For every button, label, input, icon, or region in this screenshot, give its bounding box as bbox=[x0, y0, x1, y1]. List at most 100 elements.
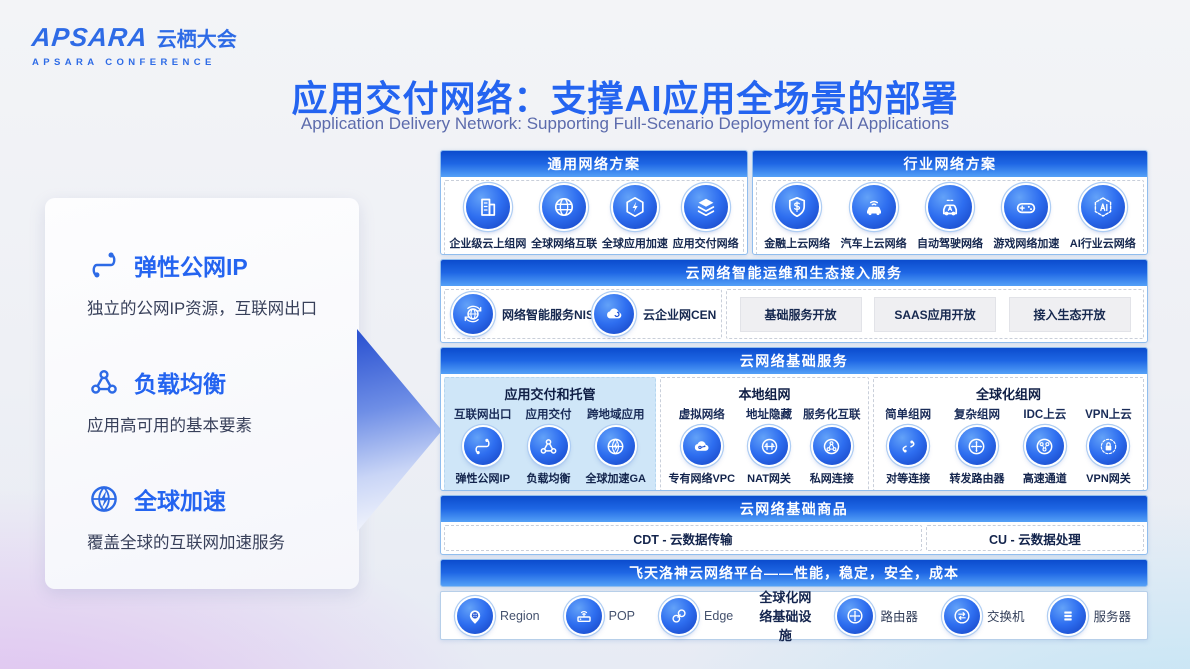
product-item: 应用交付 负载均衡 bbox=[526, 406, 572, 486]
solution-item: 游戏网络加速 bbox=[993, 185, 1059, 251]
infra-router: 路由器 bbox=[837, 597, 918, 634]
solution-label: AI行业云网络 bbox=[1069, 238, 1136, 250]
feature-slb: 负载均衡 应用高可用的基本要素 bbox=[87, 365, 335, 436]
product-scenario: 服务化互联 bbox=[803, 409, 861, 421]
nat-icon bbox=[750, 427, 789, 465]
infra-edge: Edge bbox=[661, 597, 733, 634]
icon-row: 企业级云上组网 全球网络互联 全球应用加速 应用交付网络 bbox=[444, 180, 744, 254]
feature-slb-header: 负载均衡 bbox=[87, 365, 335, 399]
page-title: 应用交付网络：支撑AI应用全场景的部署 bbox=[291, 78, 959, 119]
service-item: 网络智能服务NIS bbox=[453, 294, 594, 334]
load-balance-icon bbox=[87, 365, 121, 399]
product-scenario: 虚拟网络 bbox=[678, 409, 725, 421]
solution-item: 应用交付网络 bbox=[673, 185, 739, 251]
group-global-network: 全球化组网 简单组网 对等连接 复杂组网 转发路由器 bbox=[873, 377, 1144, 490]
tri-nodes-icon bbox=[812, 427, 851, 465]
group-items: 简单组网 对等连接 复杂组网 转发路由器 IDC上云 高速通道 bbox=[876, 406, 1141, 486]
product-name: 高速通道 bbox=[1022, 473, 1067, 485]
solution-item: 企业级云上组网 bbox=[449, 185, 526, 251]
solution-label: 企业级云上组网 bbox=[449, 238, 527, 250]
building-icon bbox=[465, 185, 510, 229]
commerce-item-cu: CU - 云数据处理 bbox=[925, 525, 1144, 551]
plug-icon bbox=[87, 248, 121, 282]
product-name: 专有网络VPC bbox=[668, 473, 736, 485]
arrow-shape bbox=[357, 329, 442, 532]
service-label: 云企业网CEN bbox=[643, 307, 717, 322]
cross-router-icon bbox=[957, 427, 996, 465]
product-name: 全球加速GA bbox=[585, 473, 647, 485]
feature-eip-header: 弹性公网IP bbox=[87, 248, 335, 282]
globe-bolt-icon bbox=[596, 427, 635, 465]
solution-label: 汽车上云网络 bbox=[840, 238, 907, 250]
product-scenario: IDC上云 bbox=[1023, 409, 1067, 421]
load-balance-icon bbox=[529, 427, 568, 465]
solution-item: 自动驾驶网络 bbox=[917, 185, 983, 251]
feature-eip: 弹性公网IP 独立的公网IP资源，互联网出口 bbox=[87, 248, 335, 319]
solution-label: 游戏网络加速 bbox=[993, 238, 1060, 250]
product-scenario: 跨地域应用 bbox=[587, 409, 645, 421]
product-item: 地址隐藏 NAT网关 bbox=[746, 406, 792, 486]
hex-bolt-icon bbox=[612, 185, 657, 229]
infra-label: 交换机 bbox=[986, 610, 1025, 624]
infra-center-label: 全球化网络基础设施 bbox=[759, 590, 812, 643]
express-icon bbox=[1025, 427, 1064, 465]
infrastructure-bar: Region POP Edge 全球化网络基础设施 路由器 交换机 服务器 bbox=[440, 590, 1148, 643]
product-item: 互联网出口 弹性公网IP bbox=[454, 406, 512, 486]
product-scenario: 复杂组网 bbox=[953, 409, 1000, 421]
product-name: NAT网关 bbox=[747, 473, 791, 485]
base-services-panel: 云网络基础服务 应用交付和托管 互联网出口 弹性公网IP 应用交付 负载均衡 bbox=[440, 347, 1148, 491]
cloud-icon bbox=[594, 294, 635, 334]
architecture-column: 通用网络方案 企业级云上组网 全球网络互联 全球应用加速 bbox=[440, 150, 1148, 643]
layers-icon bbox=[683, 185, 728, 229]
icon-row: 金融上云网络 汽车上云网络 自动驾驶网络 游戏网络加速 bbox=[756, 180, 1144, 254]
solution-label: 自动驾驶网络 bbox=[916, 238, 983, 250]
product-item: 服务化互联 私网连接 bbox=[803, 406, 861, 486]
plug-icon bbox=[463, 427, 502, 465]
group-title: 应用交付和托管 bbox=[504, 387, 596, 402]
panel-body: 企业级云上组网 全球网络互联 全球应用加速 应用交付网络 bbox=[441, 177, 747, 254]
panel-header: 通用网络方案 bbox=[441, 151, 747, 177]
feature-desc: 覆盖全球的互联网加速服务 bbox=[87, 534, 285, 552]
logo-brand-en: APSARA bbox=[30, 22, 150, 52]
infra-region: Region bbox=[457, 597, 540, 634]
product-item: 简单组网 对等连接 bbox=[885, 406, 931, 486]
apsara-logo: APSARA 云栖大会 APSARA CONFERENCE bbox=[30, 22, 236, 68]
infra-label: 服务器 bbox=[1093, 610, 1131, 624]
group-local-network: 本地组网 虚拟网络 专有网络VPC 地址隐藏 NAT网关 bbox=[660, 377, 869, 490]
feature-desc: 应用高可用的基本要素 bbox=[87, 417, 252, 435]
solution-item: 金融上云网络 bbox=[764, 185, 830, 251]
services-box: 网络智能服务NIS 云企业网CEN bbox=[444, 289, 722, 339]
product-scenario: 应用交付 bbox=[525, 409, 572, 421]
switch-icon bbox=[943, 597, 980, 634]
globe-sync-icon bbox=[453, 294, 493, 334]
group-title: 本地组网 bbox=[738, 387, 791, 402]
panel-header: 云网络基础服务 bbox=[441, 348, 1147, 374]
solution-label: 金融上云网络 bbox=[764, 238, 831, 250]
feature-ga: 全球加速 覆盖全球的互联网加速服务 bbox=[87, 482, 335, 553]
chip-basic-services: 基础服务开放 bbox=[739, 296, 862, 332]
product-item: IDC上云 高速通道 bbox=[1023, 406, 1067, 486]
solution-label: 应用交付网络 bbox=[672, 238, 739, 250]
solution-item: 汽车上云网络 bbox=[841, 185, 907, 251]
group-items: 虚拟网络 专有网络VPC 地址隐藏 NAT网关 服务化互联 私网连 bbox=[663, 406, 866, 486]
router-icon bbox=[837, 597, 874, 634]
product-scenario: 地址隐藏 bbox=[746, 409, 793, 421]
product-scenario: VPN上云 bbox=[1085, 409, 1132, 421]
infra-server: 服务器 bbox=[1050, 597, 1131, 634]
chip-saas-apps: SAAS应用开放 bbox=[874, 296, 996, 332]
general-solutions-panel: 通用网络方案 企业级云上组网 全球网络互联 全球应用加速 bbox=[440, 150, 748, 255]
product-item: 跨地域应用 全球加速GA bbox=[586, 406, 647, 486]
solution-label: 全球网络互联 bbox=[531, 238, 598, 250]
service-item: 云企业网CEN bbox=[594, 294, 716, 334]
cloud-node-icon bbox=[682, 427, 721, 465]
panel-body: 金融上云网络 汽车上云网络 自动驾驶网络 游戏网络加速 bbox=[753, 177, 1147, 254]
panel-body: 网络智能服务NIS 云企业网CEN 基础服务开放 SAAS应用开放 接入生态开放 bbox=[441, 286, 1147, 342]
industry-solutions-panel: 行业网络方案 金融上云网络 汽车上云网络 自动驾驶网络 bbox=[752, 150, 1148, 255]
product-name: 转发路由器 bbox=[949, 473, 1005, 485]
car-auto-icon bbox=[927, 185, 972, 229]
product-name: 对等连接 bbox=[886, 473, 931, 485]
region-pin-icon bbox=[457, 597, 493, 634]
product-scenario: 互联网出口 bbox=[454, 409, 512, 421]
infra-label: Region bbox=[500, 608, 540, 623]
page-subtitle: Application Delivery Network: Supporting… bbox=[300, 114, 950, 133]
